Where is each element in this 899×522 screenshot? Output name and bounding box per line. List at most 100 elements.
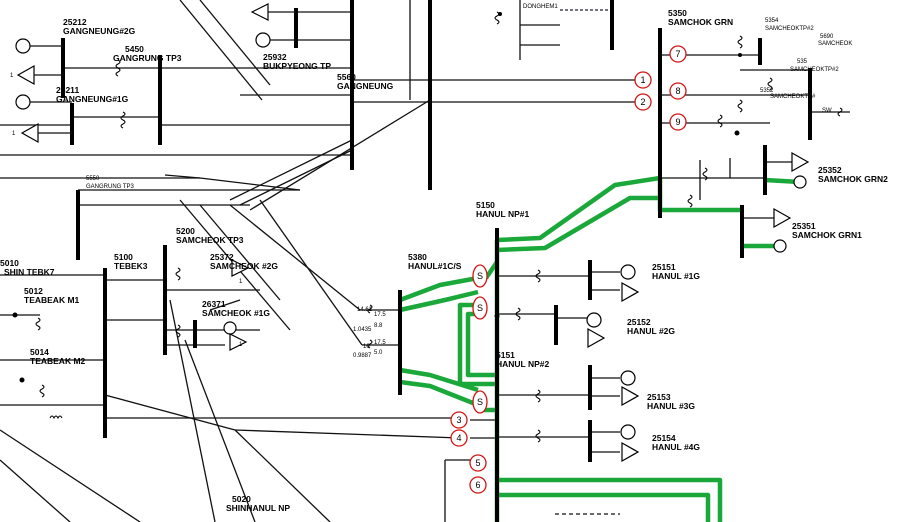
bus-name-label: TEABEAK M1 — [24, 295, 80, 305]
bus-name-label: SAMCHOK GRN — [668, 17, 733, 27]
value-text: 1 — [239, 342, 243, 348]
load-25151 — [621, 281, 640, 303]
bus-name-label: TEBEK3 — [114, 261, 148, 271]
bus-number-label: 5380 — [408, 252, 427, 262]
marker-1: 1 — [634, 71, 652, 89]
bus-number-label: 25211 — [56, 85, 79, 95]
bus-number-label: 25352 — [818, 165, 842, 175]
transformer-coils — [35, 11, 843, 443]
bus-name-label: HANUL #4G — [652, 442, 700, 452]
bus-number-label: 5150 — [476, 200, 495, 210]
marker-6: 6 — [469, 476, 487, 494]
generator-26371 — [223, 321, 237, 335]
bus-name-label: GANGNEUNG#1G — [56, 94, 129, 104]
marker-7: 7 — [669, 45, 687, 63]
svg-text:6: 6 — [475, 480, 480, 490]
generator-25351 — [773, 239, 787, 253]
bus-name-label: HANUL #2G — [627, 326, 675, 336]
bus-name-label: SAMCHEOKTP#2 — [765, 26, 814, 32]
marker-s3: S — [472, 390, 488, 414]
load-25351 — [773, 207, 792, 229]
marker-9: 9 — [669, 113, 687, 131]
bus-number-label: 25351 — [792, 221, 816, 231]
bus-name-label: GANGRUNG TP3 — [86, 184, 135, 190]
value-text: 17.5 — [374, 312, 386, 318]
bus-number-label: 26371 — [202, 299, 226, 309]
value-text: 0.9887 — [353, 353, 372, 359]
bus-name-label: GANGNEUNG — [337, 81, 394, 91]
value-text: 8.8 — [374, 323, 383, 329]
bus-name-label: HANUL #1G — [652, 271, 700, 281]
bus-labels: 25212 GANGNEUNG#2G 5450 GANGRUNG TP3 252… — [0, 4, 888, 513]
value-text: 1.0435 — [353, 327, 372, 333]
node-dot — [19, 377, 25, 383]
value-text: 10 — [363, 344, 370, 350]
svg-text:3: 3 — [456, 415, 461, 425]
marker-s1: S — [472, 264, 488, 288]
bus-number-label: 5350 — [668, 8, 687, 18]
bus-number-label: 5010 — [0, 258, 19, 268]
bus-number-label: 25212 — [63, 17, 87, 27]
svg-text:S: S — [477, 271, 483, 281]
bus-number-label: 5012 — [24, 286, 43, 296]
bus-number-label: 25152 — [627, 317, 651, 327]
bus-number-label: 5020 — [232, 494, 251, 504]
marker-5: 5 — [469, 454, 487, 472]
svg-text:1: 1 — [640, 75, 645, 85]
switch-label: SW — [822, 108, 832, 114]
bus-name-label: SAMCHEOK — [818, 41, 852, 47]
load-25352 — [791, 151, 810, 173]
value-text: 5.0 — [374, 350, 383, 356]
bus-number-label: 25372 — [210, 252, 234, 262]
svg-text:9: 9 — [675, 117, 680, 127]
bus-name-label: SAMCHEOKTP# — [770, 94, 816, 100]
equipment-symbols — [12, 3, 810, 463]
svg-text:2: 2 — [640, 97, 645, 107]
svg-text:S: S — [477, 397, 483, 407]
circuit-markers[interactable]: 1 2 7 8 9 3 4 5 6 S S S — [450, 45, 687, 494]
bus-number-label: 25151 — [652, 262, 676, 272]
bus-name-label: SAMCHOK GRN2 — [818, 174, 888, 184]
bus-name-label: GANGNEUNG#2G — [63, 26, 136, 36]
svg-text:4: 4 — [456, 433, 461, 443]
bus-name-label: TEABEAK M2 — [30, 356, 86, 366]
load-25932 — [250, 3, 269, 21]
load-25152 — [587, 327, 606, 349]
marker-2: 2 — [634, 93, 652, 111]
bus-name-label: SAMCHEOK #1G — [202, 308, 270, 318]
value-labels: 14.61 1.0435 17.5 8.8 17.5 10 5.0 0.9887… — [10, 73, 386, 359]
bus-number-label: 25932 — [263, 52, 287, 62]
marker-4: 4 — [450, 429, 468, 447]
bus-number-label: 5014 — [30, 347, 49, 357]
bus-number-label: 5550 — [86, 176, 100, 182]
value-text: 14.61 — [357, 307, 373, 313]
bus-number-label: 535 — [797, 59, 808, 65]
bus-name-label: SAMCHEOK TP3 — [176, 235, 244, 245]
load-25154 — [621, 441, 640, 463]
bus-name-label: SAMCHEOKTP#2 — [790, 67, 839, 73]
node-dot — [12, 312, 18, 318]
svg-text:7: 7 — [675, 49, 680, 59]
load-25372 — [231, 259, 250, 277]
value-text: 1 — [239, 279, 243, 285]
bus-name-label: HANUL NP#2 — [496, 359, 549, 369]
generator-25154 — [620, 424, 636, 440]
generator-25153 — [620, 370, 636, 386]
bus-name-label: HANUL#1C/S — [408, 261, 462, 271]
marker-s2: S — [472, 296, 488, 320]
generator-25352 — [793, 175, 807, 189]
generator-25212 — [15, 38, 31, 54]
bus-number-label: 5690 — [820, 34, 834, 40]
bus-name-label: SAMCHOK GRN1 — [792, 230, 862, 240]
bus-number-label: 5450 — [125, 44, 144, 54]
bus-bars — [61, 0, 812, 522]
bus-number-label: 5200 — [176, 226, 195, 236]
bus-number-label: 5151 — [496, 350, 515, 360]
bus-number-label: 5352 — [760, 88, 774, 94]
marker-8: 8 — [669, 82, 687, 100]
load-25153 — [621, 385, 640, 407]
bus-name-label: GANGRUNG TP3 — [113, 53, 182, 63]
load-25211 — [20, 122, 39, 144]
bus-number-label: 5560 — [337, 72, 356, 82]
generator-25151 — [620, 264, 636, 280]
